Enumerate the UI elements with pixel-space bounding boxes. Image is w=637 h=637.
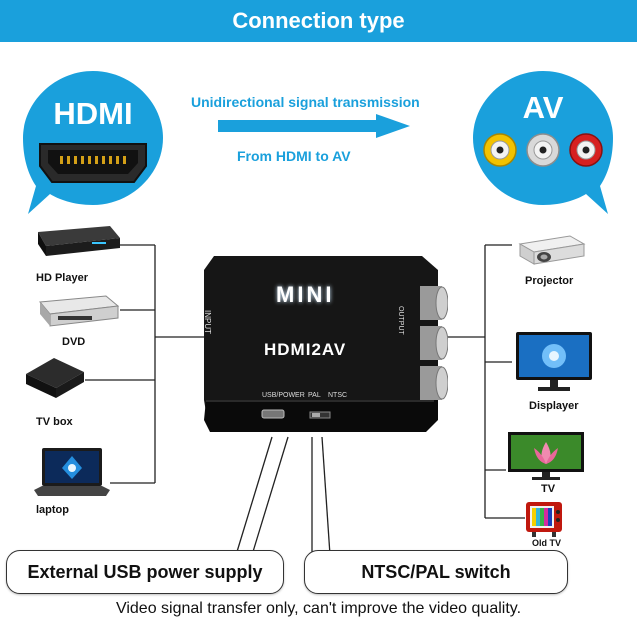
device-input-label: INPUT: [203, 310, 212, 334]
rca-ports-icon: [483, 133, 603, 167]
device-brand: MINI: [276, 282, 335, 307]
device-model: HDMI2AV: [264, 340, 347, 359]
output-label-projector: Projector: [525, 275, 574, 287]
output-label-tv: TV: [541, 483, 556, 495]
input-label-hd-player: HD Player: [36, 272, 88, 284]
device-pal-label: PAL: [308, 392, 321, 399]
usb-power-callout: External USB power supply: [6, 550, 284, 594]
page-title: Connection type: [0, 0, 637, 42]
old-tv-icon: [526, 502, 562, 537]
hdmi-label: HDMI: [53, 96, 133, 131]
footer-note: Video signal transfer only, can't improv…: [115, 600, 522, 617]
output-label-displayer: Displayer: [529, 400, 579, 412]
input-label-dvd: DVD: [62, 336, 86, 348]
tv-box-icon: [26, 358, 84, 398]
av-label: AV: [522, 90, 564, 125]
converter-device: MINI HDMI2AV INPUT OUTPUT USB/POWER PAL …: [198, 250, 448, 440]
flow-line-1: Unidirectional signal transmission: [191, 94, 420, 110]
laptop-icon: [34, 448, 110, 496]
av-bubble: AV: [468, 66, 618, 218]
input-label-laptop: laptop: [36, 504, 69, 516]
right-arrow-icon: [218, 114, 410, 138]
device-ntsc-label: NTSC: [328, 392, 348, 399]
device-output-label: OUTPUT: [397, 306, 404, 335]
hdmi-bubble: HDMI: [18, 66, 168, 218]
ntsc-pal-switch-callout: NTSC/PAL switch: [304, 550, 568, 594]
device-usb-label: USB/POWER: [262, 392, 305, 399]
output-label-old-tv: Old TV: [532, 538, 561, 548]
projector-icon: [518, 235, 586, 265]
input-label-tv-box: TV box: [36, 416, 73, 428]
hdmi-port-icon: [39, 143, 147, 183]
dvd-player-icon: [39, 295, 120, 327]
hd-player-icon: [38, 226, 120, 256]
monitor-icon: [516, 332, 592, 391]
tv-icon: [508, 432, 584, 480]
flow-line-2: From HDMI to AV: [237, 148, 351, 164]
